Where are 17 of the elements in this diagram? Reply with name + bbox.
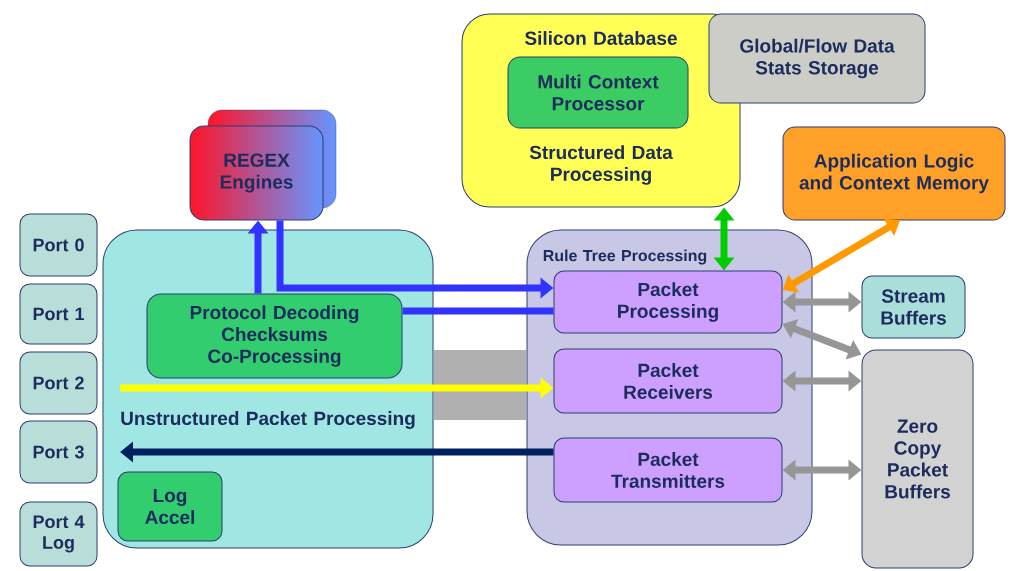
port-box: Port 3	[19, 420, 98, 484]
process-box: Multi Context Processor	[507, 56, 689, 129]
process-box: Packet Processing	[553, 270, 783, 334]
channel-band	[434, 350, 526, 420]
buffer-box: Zero Copy Packet Buffers	[861, 349, 974, 569]
engine-box: REGEX Engines	[189, 109, 337, 221]
port-box: Port 1	[19, 283, 98, 345]
port-box: Port 0	[19, 213, 98, 277]
buffer-box: Stream Buffers	[861, 275, 966, 339]
port-box: Port 2	[19, 351, 98, 415]
process-box: Protocol Decoding Checksums Co-Processing	[146, 293, 403, 379]
process-box: Packet Receivers	[553, 348, 783, 414]
process-box: Packet Transmitters	[553, 437, 783, 503]
memory-box: Application Logic and Context Memory	[782, 126, 1006, 221]
process-box: Log Accel	[117, 471, 223, 542]
storage-box: Global/Flow Data Stats Storage	[708, 13, 926, 104]
port-box: Port 4 Log	[19, 501, 98, 567]
